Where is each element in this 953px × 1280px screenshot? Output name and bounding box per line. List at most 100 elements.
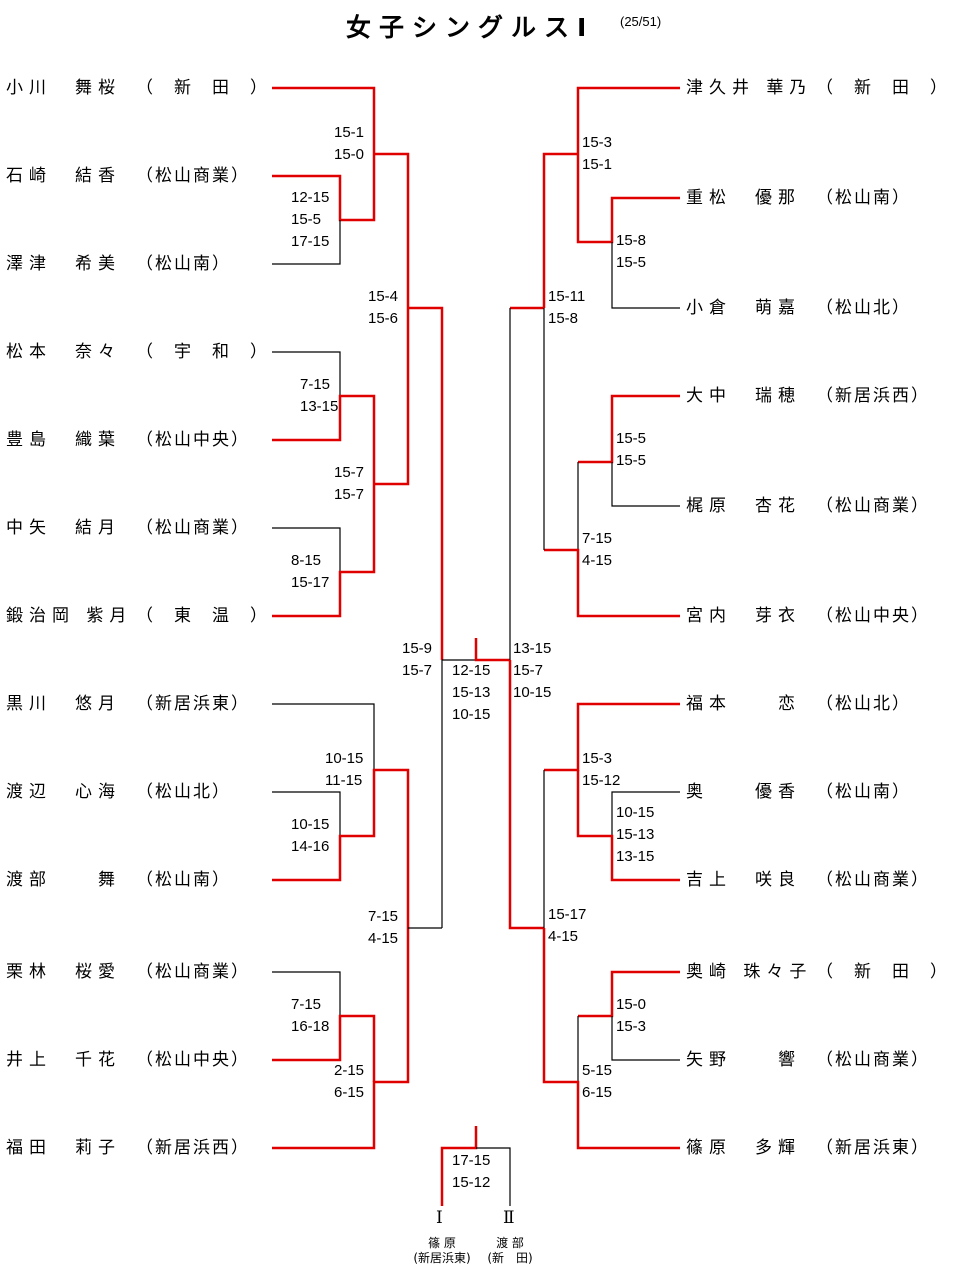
player-school: （ 東 温 ）	[136, 606, 269, 626]
player-school: （松山南）	[816, 782, 911, 802]
player-school: （松山中央）	[136, 1050, 250, 1070]
bracket-line	[272, 791, 341, 836]
winner-path	[576, 86, 680, 244]
right-player-row: 梶原 杏花（松山商業）	[686, 494, 930, 518]
rank-1-school: (新居浜東)	[413, 1251, 471, 1265]
player-name: 小倉 萌嘉	[686, 298, 801, 318]
winner-path	[272, 768, 410, 928]
rank-2-label: Ⅱ	[503, 1208, 515, 1228]
match-score: 15-3 15-1	[582, 134, 613, 173]
winner-path	[576, 770, 680, 882]
match-score: 12-15 15-13 10-15	[452, 662, 491, 723]
match-score: 15-11 15-8	[548, 288, 586, 327]
winner-path	[544, 548, 680, 618]
player-school: （松山商業）	[816, 496, 930, 516]
winner-path	[408, 306, 444, 660]
match-score: 15-1 15-0	[334, 124, 365, 163]
match-score: 10-15 11-15	[325, 750, 364, 789]
match-score: 7-15 4-15	[582, 530, 613, 569]
player-school: （新居浜東）	[816, 1138, 930, 1158]
match-score: 7-15 13-15	[300, 376, 339, 415]
player-school: （新居浜東）	[136, 694, 250, 714]
rank-2-player: 渡 部 (新 田)	[482, 1236, 538, 1266]
player-school: （新居浜西）	[816, 386, 930, 406]
bracket-line	[272, 527, 341, 572]
match-score: 5-15 6-15	[582, 1062, 613, 1101]
bracket-line	[611, 1016, 680, 1061]
player-name: 福本 恋	[686, 694, 801, 714]
match-score: 12-15 15-5 17-15	[291, 189, 330, 250]
player-school: （松山商業）	[816, 870, 930, 890]
winner-path	[272, 394, 376, 484]
player-school: （松山南）	[136, 254, 231, 274]
match-score: 7-15 16-18	[291, 996, 330, 1035]
player-school: （松山商業）	[136, 962, 250, 982]
winner-path	[508, 660, 544, 930]
player-name: 渡辺 心海	[6, 782, 121, 802]
player-name: 鍛治岡 紫月	[6, 606, 133, 626]
left-player-row: 豊島 織葉（松山中央）	[6, 428, 250, 452]
player-name: 栗林 桜愛	[6, 962, 121, 982]
bracket-line	[272, 971, 341, 1016]
player-school: （新居浜西）	[136, 1138, 250, 1158]
player-school: （ 宇 和 ）	[136, 342, 269, 362]
player-school: （ 新 田 ）	[816, 78, 949, 98]
winner-path	[542, 152, 578, 308]
player-school: （松山中央）	[136, 430, 250, 450]
match-score: 15-5 15-5	[616, 430, 647, 469]
right-player-row: 吉上 咲良（松山商業）	[686, 868, 930, 892]
right-player-row: 重松 優那（松山南）	[686, 186, 911, 210]
right-player-row: 奥 優香 （松山南）	[686, 780, 911, 804]
winner-path	[272, 928, 410, 1150]
bracket-line	[272, 220, 341, 265]
player-school: （松山商業）	[136, 518, 250, 538]
player-name: 中矢 結月	[6, 518, 121, 538]
left-player-row: 中矢 結月 （松山商業）	[6, 516, 250, 540]
player-name: 福田 莉子	[6, 1138, 121, 1158]
winner-path	[474, 638, 510, 662]
player-name: 津久井 華乃	[686, 78, 813, 98]
left-player-row: 井上 千花 （松山中央）	[6, 1048, 250, 1072]
rank-2-name: 渡 部	[496, 1236, 524, 1250]
left-player-row: 渡部 舞（松山南）	[6, 868, 231, 892]
match-score: 15-8 15-5	[616, 232, 647, 271]
player-school: （松山商業）	[136, 166, 250, 186]
match-score: 15-0 15-3	[616, 996, 647, 1035]
bracket-line	[272, 351, 341, 396]
player-name: 小川 舞桜	[6, 78, 121, 98]
player-name: 奥 優香	[686, 782, 801, 802]
match-score: 15-17 4-15	[548, 906, 587, 945]
right-player-row: 篠原 多輝（新居浜東）	[686, 1136, 930, 1160]
match-score: 15-3 15-12	[582, 750, 621, 789]
match-score: 2-15 6-15	[334, 1062, 365, 1101]
right-player-row: 宮内 芽衣（松山中央）	[686, 604, 930, 628]
right-player-row: 大中 瑞穂（新居浜西）	[686, 384, 930, 408]
left-player-row: 福田 莉子 （新居浜西）	[6, 1136, 250, 1160]
winner-path	[542, 928, 680, 1150]
match-score: 15-7 15-7	[334, 464, 365, 503]
right-player-row: 小倉 萌嘉 （松山北）	[686, 296, 911, 320]
rank-2-school: (新 田)	[487, 1251, 533, 1265]
page-title: 女子シングルスⅠ	[346, 13, 595, 42]
right-player-row: 奥崎 珠々子（ 新 田 ）	[686, 960, 949, 984]
player-school: （松山南）	[136, 870, 231, 890]
player-school: （松山北）	[816, 694, 911, 714]
player-name: 矢野 響	[686, 1050, 801, 1070]
player-school: （ 新 田 ）	[816, 962, 949, 982]
rank-1-player: 篠 原 (新居浜東)	[412, 1236, 472, 1266]
player-name: 奥崎 珠々子	[686, 962, 813, 982]
player-name: 澤津 希美	[6, 254, 121, 274]
left-player-row: 松本 奈々（ 宇 和 ）	[6, 340, 269, 364]
left-player-row: 小川 舞桜 （ 新 田 ）	[6, 76, 269, 100]
player-name: 重松 優那	[686, 188, 801, 208]
player-name: 宮内 芽衣	[686, 606, 801, 626]
player-school: （松山北）	[816, 298, 911, 318]
player-school: （松山商業）	[816, 1050, 930, 1070]
match-score: 8-15 15-17	[291, 552, 330, 591]
winner-path	[272, 1014, 376, 1082]
player-school: （ 新 田 ）	[136, 78, 269, 98]
player-name: 井上 千花	[6, 1050, 121, 1070]
right-player-row: 矢野 響 （松山商業）	[686, 1048, 930, 1072]
bracket-line	[611, 791, 680, 836]
left-player-row: 石崎 結香（松山商業）	[6, 164, 250, 188]
